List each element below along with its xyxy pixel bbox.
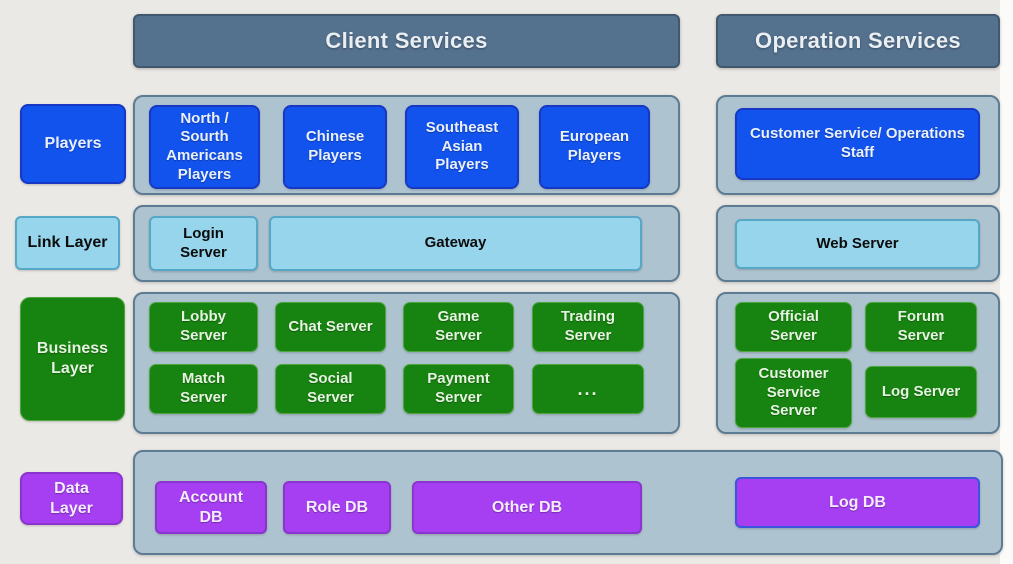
client-link-container: Login Server Gateway <box>133 205 680 282</box>
client-business-container: Lobby Server Chat Server Game Server Tra… <box>133 292 680 434</box>
operation-business-container: Official Server Forum Server Customer Se… <box>716 292 1000 434</box>
game-server-label: Game Server <box>435 308 482 344</box>
game-server-box: Game Server <box>403 302 514 352</box>
link-layer-label-box: Link Layer <box>15 216 120 270</box>
more-servers-ellipsis-label: ... <box>577 378 599 399</box>
data-layer-label-box: Data Layer <box>20 472 123 525</box>
gateway-label: Gateway <box>424 234 487 252</box>
players-layer-label-box: Players <box>20 104 126 184</box>
customer-service-server-box: Customer Service Server <box>735 358 852 428</box>
client-players-container: North / Sourth Americans Players Chinese… <box>133 95 680 195</box>
match-server-label: Match Server <box>180 370 227 406</box>
chinese-players-box: Chinese Players <box>283 105 387 189</box>
web-server-box: Web Server <box>735 219 980 269</box>
european-players-box: European Players <box>539 105 650 189</box>
role-db-label: Role DB <box>305 498 369 516</box>
north-south-americans-players-box: North / Sourth Americans Players <box>149 105 260 189</box>
link-layer-label: Link Layer <box>27 234 108 251</box>
log-db-box: Log DB <box>735 477 980 528</box>
official-server-label: Official Server <box>768 308 819 344</box>
southeast-asian-players-box: Southeast Asian Players <box>405 105 519 189</box>
social-server-box: Social Server <box>275 364 386 414</box>
right-edge-strip <box>1000 0 1013 564</box>
customer-service-operations-staff-box: Customer Service/ Operations Staff <box>735 108 980 180</box>
social-server-label: Social Server <box>307 370 354 406</box>
other-db-box: Other DB <box>412 481 642 534</box>
forum-server-box: Forum Server <box>865 302 977 352</box>
chinese-players-label: Chinese Players <box>305 128 365 164</box>
account-db-box: Account DB <box>155 481 267 534</box>
match-server-box: Match Server <box>149 364 258 414</box>
other-db-label: Other DB <box>491 498 563 516</box>
chat-server-box: Chat Server <box>275 302 386 352</box>
role-db-box: Role DB <box>283 481 391 534</box>
european-players-label: European Players <box>559 128 630 164</box>
trading-server-label: Trading Server <box>560 308 616 344</box>
business-layer-label: Business Layer <box>36 340 109 377</box>
official-server-box: Official Server <box>735 302 852 352</box>
operation-services-header-label: Operation Services <box>755 28 961 53</box>
customer-service-server-label: Customer Service Server <box>758 364 829 420</box>
lobby-server-label: Lobby Server <box>180 308 227 344</box>
customer-service-operations-staff-label: Customer Service/ Operations Staff <box>749 125 966 161</box>
log-server-box: Log Server <box>865 366 977 418</box>
southeast-asian-players-label: Southeast Asian Players <box>425 118 499 174</box>
account-db-label: Account DB <box>179 488 243 526</box>
payment-server-label: Payment Server <box>427 370 490 406</box>
operation-link-container: Web Server <box>716 205 1000 282</box>
log-db-label: Log DB <box>829 493 886 511</box>
more-servers-ellipsis-box: ... <box>532 364 644 414</box>
business-layer-label-box: Business Layer <box>20 297 125 421</box>
forum-server-label: Forum Server <box>897 308 945 344</box>
lobby-server-box: Lobby Server <box>149 302 258 352</box>
operation-players-container: Customer Service/ Operations Staff <box>716 95 1000 195</box>
chat-server-label: Chat Server <box>288 317 373 335</box>
players-layer-label: Players <box>44 135 102 152</box>
north-south-americans-players-label: North / Sourth Americans Players <box>166 109 243 183</box>
trading-server-box: Trading Server <box>532 302 644 352</box>
log-server-label: Log Server <box>881 382 961 400</box>
payment-server-box: Payment Server <box>403 364 514 414</box>
web-server-label: Web Server <box>816 234 899 252</box>
login-server-box: Login Server <box>149 216 258 271</box>
data-layer-container: Account DB Role DB Other DB Log DB <box>133 450 1003 555</box>
client-services-header: Client Services <box>133 14 680 68</box>
login-server-label: Login Server <box>180 224 227 261</box>
gateway-box: Gateway <box>269 216 642 271</box>
client-services-header-label: Client Services <box>325 28 488 53</box>
data-layer-label: Data Layer <box>50 479 93 517</box>
operation-services-header: Operation Services <box>716 14 1000 68</box>
